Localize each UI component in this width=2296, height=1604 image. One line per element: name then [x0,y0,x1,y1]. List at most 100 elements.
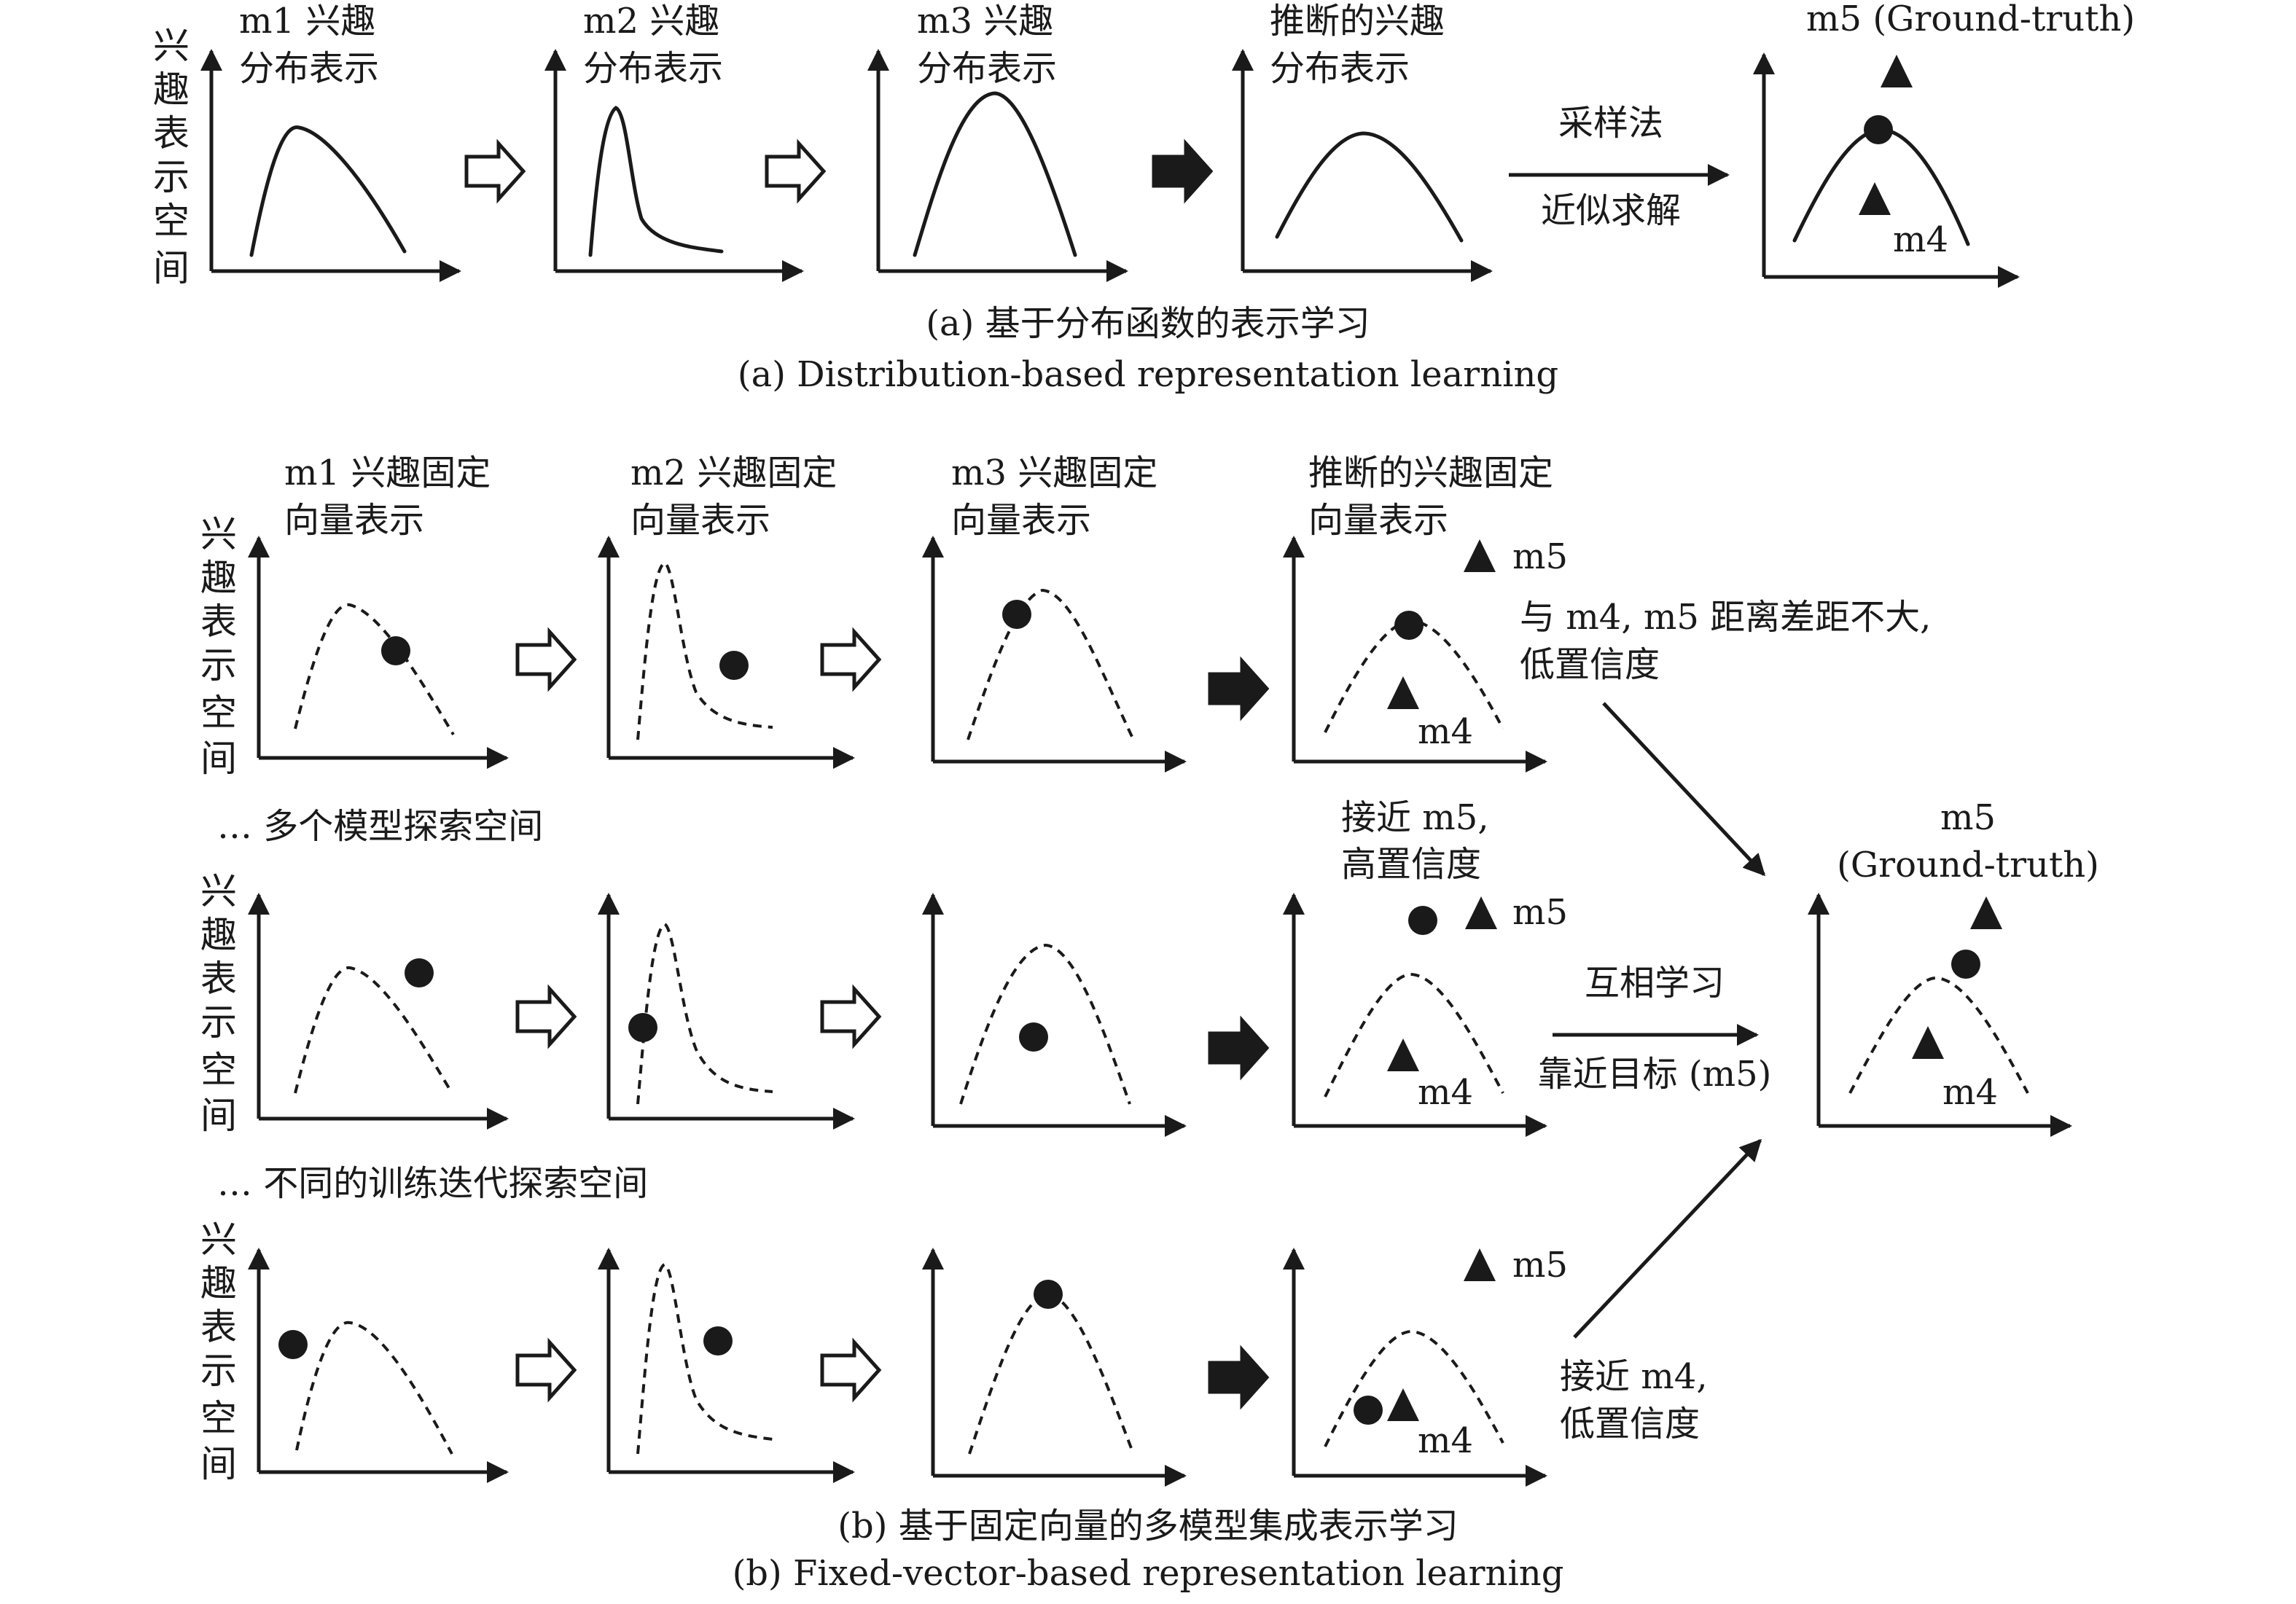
ylab-a-0: 兴 [153,25,190,67]
m5-triangle-icon [1465,896,1497,929]
plot-title-line2: 分布表示 [583,48,723,89]
final-title-line2: (Ground-truth) [1837,845,2099,885]
model-point [1019,1022,1048,1052]
ylab-b2-5: 间 [200,1095,237,1137]
plot-b1-inferred: 推断的兴趣固定 向量表示 m5 m4 [1283,453,1568,772]
plot-title-line1: m3 兴趣 [917,1,1053,42]
plot-title-line1: m1 兴趣 [239,1,375,42]
model-point [1354,1396,1383,1425]
dashed-curve [294,603,455,736]
ylab-b3-3: 示 [200,1350,237,1392]
plot-title-line1: m2 兴趣固定 [630,453,837,493]
ylab-b2-1: 趣 [200,914,237,956]
model-point [703,1326,733,1355]
filled-arrow-icon [1152,138,1214,204]
m4-label: m4 [1418,1420,1473,1461]
m5-label: m5 [1512,1245,1568,1286]
model-point [719,651,749,680]
ylab-b1-1: 趣 [200,557,237,599]
ylab-a-2: 表 [153,112,190,154]
ylab-a-4: 空 [153,200,190,242]
plot-a-m3: m3 兴趣 分布表示 [867,1,1128,282]
distribution-curve [588,106,724,257]
row-2: … 多个模型探索空间 兴 趣 表 示 空 间 [200,702,2099,1339]
hollow-arrow-icon [820,984,882,1049]
ylab-b2-2: 表 [200,958,237,1000]
m5-triangle-icon [1464,539,1496,572]
plot-title-line2: 分布表示 [1270,48,1410,89]
distribution-curve [249,125,407,257]
model-point [1034,1280,1063,1309]
m4-triangle-icon [1387,1038,1419,1071]
model-point [405,958,434,987]
plot-b3-m1 [248,1248,509,1483]
panel-a-y-label: 兴 趣 表 示 空 间 [153,25,190,289]
dashed-curve [1848,976,2029,1094]
ylab-b3-0: 兴 [200,1218,237,1261]
arrow-top-text: 采样法 [1558,103,1663,144]
inferred-point [1864,115,1893,144]
ylab-b1-2: 表 [200,600,237,643]
row1-to-truth-arrow [1602,702,1766,877]
plot-title-line2: 分布表示 [917,48,1057,89]
distribution-curve [1275,131,1464,243]
plot-b1-m2: m2 兴趣固定 向量表示 [598,453,855,769]
arrow-bottom-text: 近似求解 [1541,190,1681,231]
row3-note-line1: 接近 m4, [1560,1356,1708,1397]
dashed-curve [959,943,1131,1105]
distribution-curve [913,91,1077,257]
m4-label: m4 [1418,711,1473,752]
row2-heading: … 多个模型探索空间 [217,806,543,847]
ylab-b1-0: 兴 [200,513,237,555]
sampling-arrow: 采样法 近似求解 [1509,103,1730,231]
plot-title-line2: 向量表示 [284,500,424,541]
hollow-arrow-icon [820,627,882,692]
plot-a-m1: m1 兴趣 分布表示 [200,1,461,282]
panel-b: 兴 趣 表 示 空 间 m1 兴趣固定 向量表示 m2 兴趣固定 向量表示 [200,453,2099,1594]
ylab-a-1: 趣 [153,69,190,111]
plot-b3-m2 [598,1248,855,1483]
ylab-a-3: 示 [153,156,190,198]
ylab-b3-5: 间 [200,1443,237,1485]
plot-a-ground-truth: m5 (Ground-truth) m4 [1753,0,2135,288]
m5-triangle-icon [1970,896,2002,929]
m5-label: m5 [1512,892,1568,933]
plot-title: m5 (Ground-truth) [1806,0,2135,39]
model-point [1002,600,1031,629]
m4-label: m4 [1942,1072,1998,1113]
ylab-b2-0: 兴 [200,870,237,912]
dashed-curve [294,966,453,1095]
dashed-curve [295,1321,453,1455]
m4-triangle-icon [1387,676,1419,709]
ylab-a-5: 间 [153,247,190,289]
plot-title-line2: 向量表示 [951,500,1091,541]
ylab-b2-4: 空 [200,1049,237,1091]
ylab-b1-3: 示 [200,644,237,686]
row3-y-label: 兴 趣 表 示 空 间 [200,1218,237,1485]
model-point [1951,950,1980,979]
dashed-curve [1324,972,1504,1098]
mutual-learning-arrow: 互相学习 靠近目标 (m5) [1538,963,1772,1095]
caption-en: (b) Fixed-vector-based representation le… [733,1553,1564,1594]
caption-cn: (a) 基于分布函数的表示学习 [926,303,1370,344]
plot-b1-m3: m3 兴趣固定 向量表示 [922,453,1187,772]
row3-to-truth-arrow [1573,1138,1762,1339]
model-point [381,636,410,665]
m5-triangle-icon [1464,1248,1496,1281]
plot-b-ground-truth: m5 (Ground-truth) m4 [1808,797,2099,1137]
ylab-b1-5: 间 [200,738,237,780]
m5-triangle-icon [1881,55,1913,87]
m4-label: m4 [1893,219,1948,260]
ylab-b3-1: 趣 [200,1262,237,1304]
model-point [1394,611,1424,640]
arrow-bottom-text: 靠近目标 (m5) [1538,1054,1772,1095]
row3-heading: … 不同的训练迭代探索空间 [217,1163,648,1204]
hollow-arrow-icon [515,627,577,692]
plot-title-line1: m1 兴趣固定 [284,453,491,493]
caption-cn: (b) 基于固定向量的多模型集成表示学习 [837,1506,1458,1546]
filled-arrow-icon [1208,656,1270,721]
row3-note-line2: 低置信度 [1560,1404,1700,1444]
hollow-arrow-icon [464,138,526,204]
hollow-arrow-icon [820,1337,882,1403]
